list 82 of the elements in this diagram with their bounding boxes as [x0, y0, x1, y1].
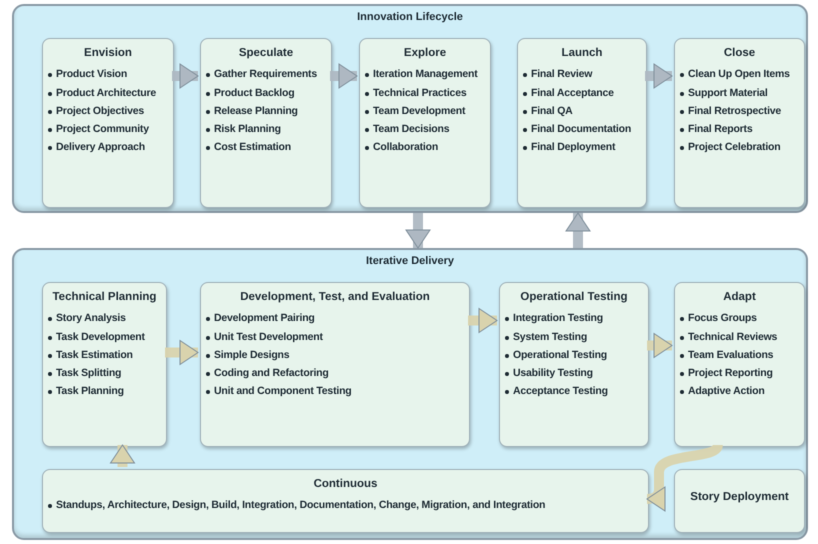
- box-heading: Story Deployment: [689, 490, 790, 504]
- activity-box: [42, 38, 174, 208]
- bullet-text: Product Vision: [56, 68, 128, 82]
- panel-title: Iterative Delivery: [364, 254, 456, 269]
- activity-box: [517, 38, 647, 208]
- flow-arrow: [468, 308, 498, 333]
- bullet-text: Technical Practices: [373, 86, 466, 100]
- box-heading: Technical Planning: [52, 290, 158, 304]
- activity-box: [42, 469, 649, 533]
- bullet-text: Final Review: [531, 68, 592, 82]
- bullet-text: Task Splitting: [56, 366, 122, 380]
- bullet-text: Support Material: [688, 86, 768, 100]
- box-heading: Operational Testing: [519, 290, 629, 304]
- bullet-text: Task Estimation: [56, 348, 133, 362]
- box-heading: Launch: [560, 46, 604, 60]
- flow-arrow: [330, 64, 358, 88]
- box-heading: Explore: [402, 46, 448, 60]
- bullet-text: Gather Requirements: [214, 68, 317, 82]
- bullet-text: Unit Test Development: [214, 330, 323, 344]
- bullet-text: Project Objectives: [56, 104, 144, 118]
- bullet-text: Final Documentation: [531, 122, 632, 136]
- bullet-text: Product Backlog: [214, 86, 294, 100]
- bullet-text: Integration Testing: [513, 312, 603, 326]
- bullet-text: Cost Estimation: [214, 140, 291, 154]
- flow-arrow: [110, 444, 135, 467]
- bullet-text: Coding and Refactoring: [214, 366, 329, 380]
- activity-box: [499, 282, 649, 447]
- activity-box: [200, 282, 470, 447]
- box-heading: Adapt: [722, 290, 757, 304]
- flow-arrow: [645, 64, 672, 88]
- bullet-text: Development Pairing: [214, 312, 315, 326]
- box-heading: Development, Test, and Evaluation: [239, 290, 431, 304]
- bullet-text: Task Development: [56, 330, 145, 344]
- bullet-text: Project Community: [56, 122, 149, 136]
- flow-arrow: [406, 213, 430, 248]
- bullet-text: Final Acceptance: [531, 86, 614, 100]
- bullet-text: Project Celebration: [688, 140, 780, 154]
- bullet-text: Team Evaluations: [688, 348, 774, 362]
- bullet-text: Final Retrospective: [688, 104, 782, 118]
- box-heading: Close: [722, 46, 756, 60]
- bullet-text: Collaboration: [373, 140, 438, 154]
- bullet-text: Product Architecture: [56, 86, 156, 100]
- box-heading: Speculate: [238, 46, 294, 60]
- panel-title: Innovation Lifecycle: [356, 10, 464, 25]
- activity-box: [359, 38, 491, 208]
- bullet-text: Final QA: [531, 104, 573, 118]
- bullet-text: Delivery Approach: [56, 140, 145, 154]
- bullet-text: Project Reporting: [688, 366, 773, 380]
- bullet-text: Focus Groups: [688, 312, 757, 326]
- bullet-text: Team Decisions: [373, 122, 450, 136]
- box-heading: Continuous: [312, 477, 378, 492]
- activity-box: [674, 469, 805, 533]
- flow-arrow: [566, 212, 590, 248]
- flow-arrow: [647, 333, 672, 358]
- bullet-text: Standups, Architecture, Design, Build, Integration, Documentation, Change, Migration, and Integration: [56, 499, 546, 512]
- bullet-text: Final Deployment: [531, 140, 616, 154]
- activity-box: [42, 282, 167, 447]
- bullet-text: Release Planning: [214, 104, 298, 118]
- bullet-text: Technical Reviews: [688, 330, 778, 344]
- bullet-text: Acceptance Testing: [513, 384, 608, 398]
- box-heading: Envision: [83, 46, 133, 60]
- bullet-text: Adaptive Action: [688, 384, 765, 398]
- activity-box: [674, 38, 805, 208]
- bullet-text: Clean Up Open Items: [688, 68, 790, 82]
- bullet-text: Usability Testing: [513, 366, 593, 380]
- flow-arrow: [165, 340, 198, 365]
- bullet-text: Story Analysis: [56, 312, 126, 326]
- activity-box: [200, 38, 332, 208]
- bullet-text: Task Planning: [56, 384, 124, 398]
- bullet-text: Risk Planning: [214, 122, 281, 136]
- activity-box: [674, 282, 805, 447]
- bullet-text: Final Reports: [688, 122, 752, 136]
- bullet-text: Unit and Component Testing: [214, 384, 352, 398]
- stage-panel: [12, 4, 808, 213]
- stage-panel: [12, 248, 808, 540]
- bullet-text: Team Development: [373, 104, 466, 118]
- bullet-text: System Testing: [513, 330, 588, 344]
- bullet-text: Iteration Management: [373, 68, 478, 82]
- flow-arrow: [646, 443, 723, 511]
- bullet-text: Operational Testing: [513, 348, 608, 362]
- bullet-text: Simple Designs: [214, 348, 290, 362]
- flow-arrow: [172, 64, 198, 88]
